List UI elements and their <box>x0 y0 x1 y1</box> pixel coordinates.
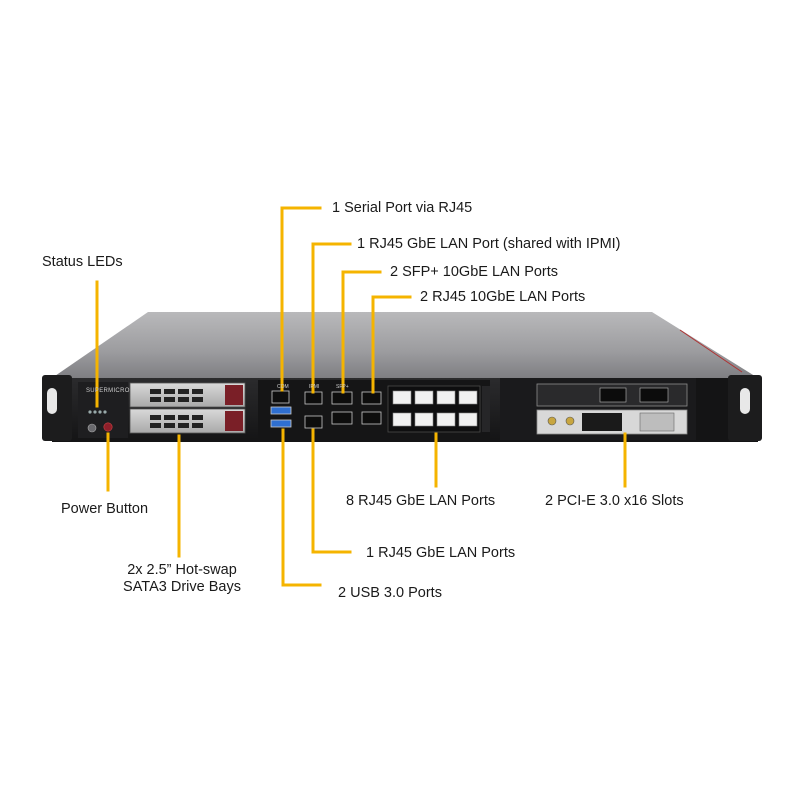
brand-logo: SUPERMICRO <box>86 388 130 394</box>
label-gbe8-ports: 8 RJ45 GbE LAN Ports <box>346 493 496 509</box>
gbe-port <box>436 412 456 427</box>
label-serial-port: 1 Serial Port via RJ45 <box>332 200 473 216</box>
status-led <box>98 410 102 414</box>
gbe-port <box>414 390 434 405</box>
callout-serial <box>280 206 322 392</box>
rj45-10g-port <box>361 411 382 425</box>
rj45-10g-port <box>361 391 382 405</box>
label-gbe1-port: 1 RJ45 GbE LAN Ports <box>366 545 516 561</box>
psu-block <box>696 378 728 440</box>
label-drive-bays-line1: 2x 2.5” Hot-swap <box>127 562 237 578</box>
sfp-port <box>331 411 353 425</box>
port-mark-ipmi: IPMI <box>309 384 319 390</box>
callout-usb <box>281 428 322 587</box>
gbe-port <box>458 412 478 427</box>
gbe-port <box>392 412 412 427</box>
gbe-port <box>304 415 323 429</box>
port-mark-com: COM <box>277 384 289 390</box>
label-pcie-slots: 2 PCI-E 3.0 x16 Slots <box>545 493 684 509</box>
usb-port <box>270 406 292 415</box>
com-port <box>271 390 290 404</box>
label-drive-bays-line2: SATA3 Drive Bays <box>123 579 241 595</box>
ipmi-port <box>304 391 323 405</box>
control-panel <box>78 382 128 438</box>
usb-port <box>270 419 292 428</box>
gbe-port <box>458 390 478 405</box>
status-led <box>88 410 92 414</box>
label-usb-ports: 2 USB 3.0 Ports <box>338 585 442 601</box>
uid-button <box>87 423 97 433</box>
label-status-leds: Status LEDs <box>42 254 123 270</box>
vent-grille <box>482 386 490 432</box>
callout-lines <box>95 206 627 587</box>
callout-rj45-10g <box>371 295 412 394</box>
callout-gbe1 <box>311 428 352 554</box>
status-led <box>93 410 97 414</box>
gbe-port <box>414 412 434 427</box>
label-rj45-10g-ports: 2 RJ45 10GbE LAN Ports <box>420 289 586 305</box>
status-led <box>103 410 107 414</box>
callout-ipmi <box>311 242 352 394</box>
port-mark-sfp: SFP+ <box>336 384 349 390</box>
gbe-port <box>436 390 456 405</box>
drive-bay-2 <box>129 408 246 434</box>
gbe-port <box>392 390 412 405</box>
label-power-button: Power Button <box>61 501 149 517</box>
chassis-top <box>52 312 758 378</box>
power-button-shape <box>103 422 113 432</box>
callout-sfp <box>341 270 382 394</box>
label-sfp-ports: 2 SFP+ 10GbE LAN Ports <box>390 264 559 280</box>
sfp-port <box>331 391 353 405</box>
label-ipmi-lan-port: 1 RJ45 GbE LAN Port (shared with IPMI) <box>357 236 621 252</box>
drive-bay-1 <box>129 382 246 408</box>
